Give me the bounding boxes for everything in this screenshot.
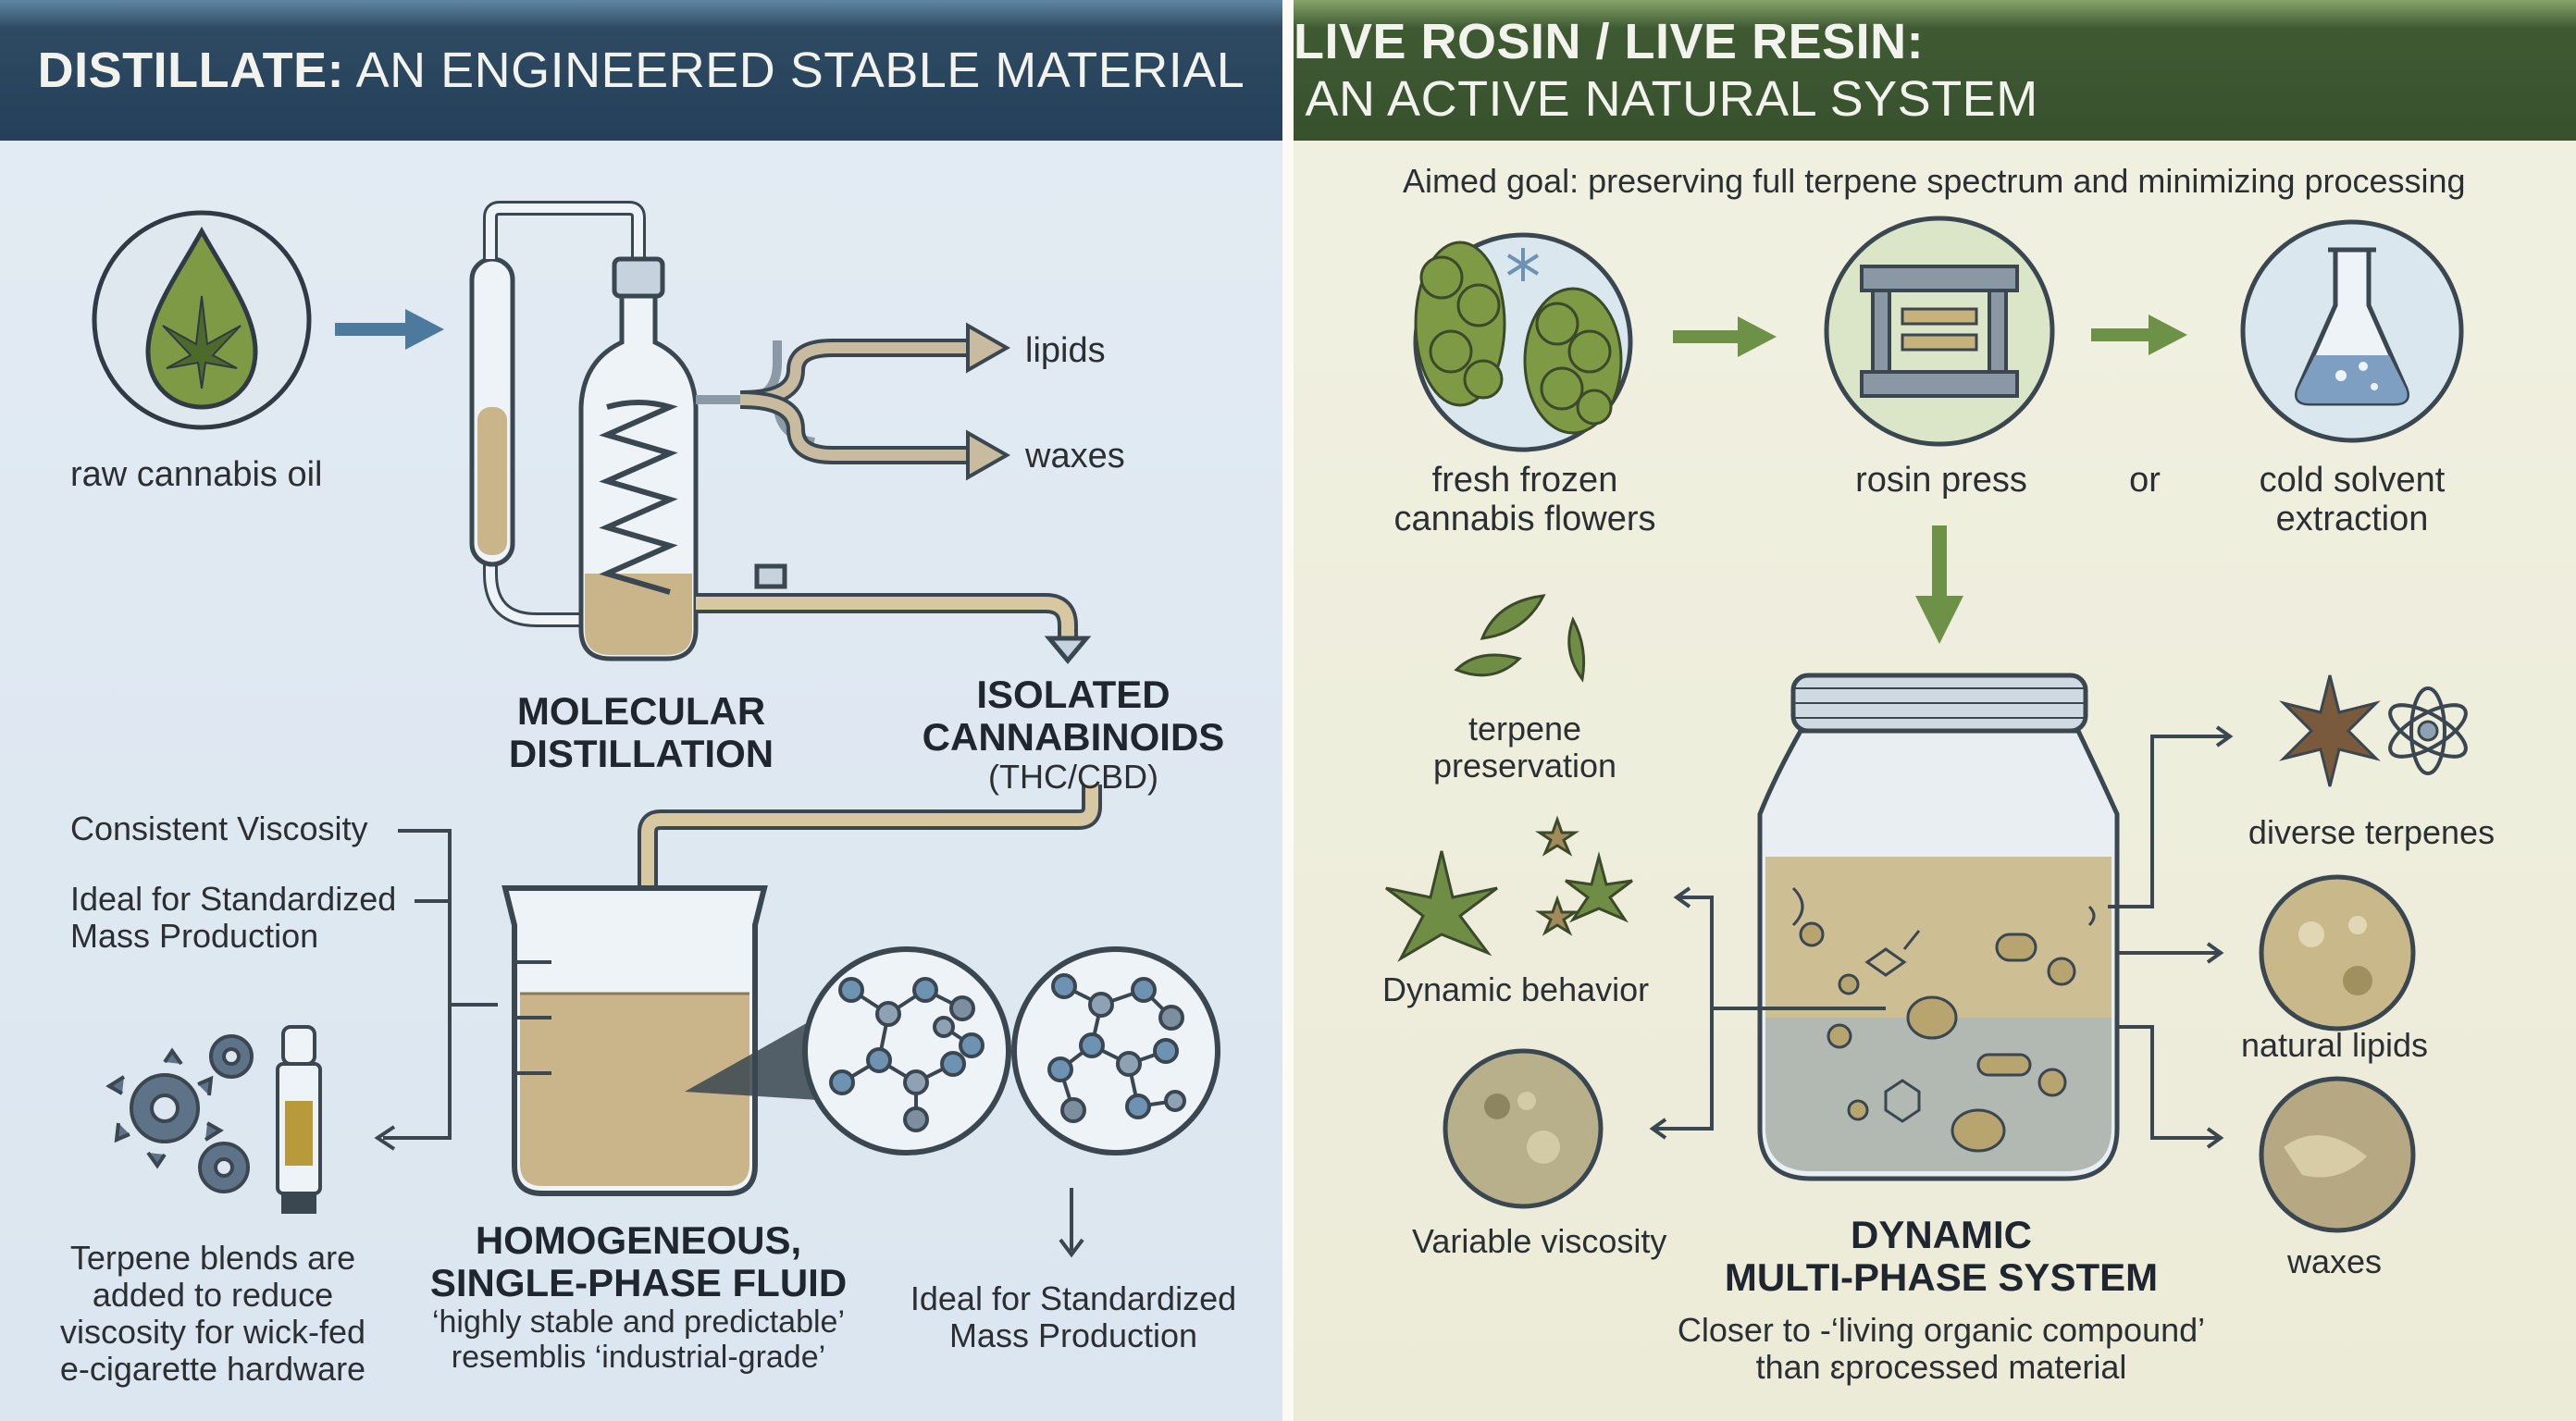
- raw-oil-label: raw cannabis oil: [70, 455, 323, 494]
- fresh-line2: cannabis flowers: [1393, 500, 1656, 538]
- ideal-a-line1: Ideal for Standardized: [70, 880, 397, 918]
- isolated-cannabinoids: ISOLATED CANNABINOIDS (THC/CBD): [907, 673, 1240, 796]
- closer-line2: than ɛprocessed material: [1755, 1348, 2127, 1386]
- quote-line2: resemblis ‘industrial-grade’: [451, 1340, 826, 1375]
- terpene-stars-icon: [1385, 815, 1633, 962]
- distillation-apparatus-icon: [469, 201, 1092, 664]
- solvent-flask-icon: [2240, 219, 2464, 443]
- variable-viscosity-label: Variable viscosity: [1412, 1222, 1667, 1260]
- terpene-atoms-icon: [2279, 674, 2468, 787]
- dynamic-line2: MULTI-PHASE SYSTEM: [1724, 1255, 2159, 1299]
- dynamic-line1: DYNAMIC: [1851, 1213, 2032, 1256]
- terpene-pres-line2: preservation: [1432, 747, 1617, 785]
- ideal-standardized-a: Ideal for Standardized Mass Production: [70, 881, 396, 955]
- homogeneous-line1: HOMOGENEOUS,: [475, 1218, 802, 1262]
- ideal-a-line2: Mass Production: [70, 917, 319, 955]
- rosin-press-label: rosin press: [1855, 461, 2027, 500]
- live-rosin-header: LIVE ROSIN / LIVE RESIN: AN ACTIVE NATUR…: [1294, 0, 2576, 141]
- byproduct-arrows-icon: [739, 322, 1011, 481]
- panel-divider: [1282, 0, 1294, 1421]
- homogeneous-fluid: HOMOGENEOUS, SINGLE-PHASE FLUID ‘highly …: [426, 1218, 851, 1376]
- terpene-blends-line1: Terpene blends are: [69, 1239, 356, 1277]
- distillation-title: MOLECULAR DISTILLATION: [507, 690, 775, 775]
- terpene-preservation-label: terpene preservation: [1405, 710, 1645, 785]
- fresh-line1: fresh frozen: [1431, 461, 1618, 500]
- lipids-label: lipids: [1025, 331, 1106, 370]
- terpene-pres-line1: terpene: [1468, 710, 1582, 748]
- distillate-panel: DISTILLATE: AN ENGINEERED STABLE MATERIA…: [0, 0, 1282, 1421]
- waxes-texture-icon: [2259, 1076, 2416, 1233]
- distillate-header: DISTILLATE: AN ENGINEERED STABLE MATERIA…: [0, 0, 1282, 141]
- terpene-blends-line4: e-cigarette hardware: [59, 1350, 366, 1388]
- ideal-b-line2: Mass Production: [948, 1316, 1198, 1354]
- distillation-title-line1: MOLECULAR: [516, 689, 766, 733]
- connector-lines-icon: [1649, 725, 2234, 1149]
- isolated-line1: ISOLATED: [976, 673, 1170, 716]
- cold-solvent-label: cold solvent extraction: [2223, 461, 2482, 538]
- dynamic-behavior-label: Dynamic behavior: [1382, 970, 1650, 1008]
- quote-line1: ‘highly stable and predictable’: [431, 1304, 846, 1340]
- waxes-label: waxes: [1025, 437, 1125, 476]
- isolated-line3: (THC/CBD): [988, 758, 1158, 796]
- terpene-blends-line2: added to reduce: [92, 1276, 334, 1314]
- terpene-blends-note: Terpene blends are added to reduce visco…: [56, 1240, 370, 1388]
- frozen-flowers-icon: [1413, 232, 1633, 452]
- property-bracket-icon: [374, 829, 1084, 1258]
- distillate-header-rest: AN ENGINEERED STABLE MATERIAL: [344, 43, 1245, 98]
- isolated-line2: CANNABINOIDS: [922, 715, 1225, 759]
- terpene-blends-line3: viscosity for wick-fed: [59, 1313, 366, 1351]
- natural-lipids-label: natural lipids: [2240, 1026, 2429, 1064]
- live-rosin-illustrations: [1385, 216, 2468, 1233]
- diverse-terpenes-label: diverse terpenes: [2248, 813, 2496, 851]
- arrow-down-icon: [1915, 525, 1963, 644]
- homogeneous-line2: SINGLE-PHASE FLUID: [429, 1261, 848, 1304]
- or-label: or: [2129, 461, 2161, 500]
- consistent-viscosity-label: Consistent Viscosity: [70, 809, 368, 847]
- arrow-to-still-icon: [335, 309, 444, 350]
- live-rosin-panel: LIVE ROSIN / LIVE RESIN: AN ACTIVE NATUR…: [1294, 0, 2576, 1421]
- beaker-icon: [502, 885, 833, 1196]
- lipids-texture-icon: [2259, 874, 2416, 1032]
- closer-to-note: Closer to -‘living organic compound’ tha…: [1645, 1312, 2237, 1386]
- ideal-standardized-b: Ideal for Standardized Mass Production: [888, 1280, 1258, 1354]
- molecule-zoom-icon: [802, 946, 1220, 1155]
- arrow-to-press-icon: [1673, 316, 1777, 357]
- distillate-header-bold: DISTILLATE:: [37, 43, 345, 98]
- aimed-goal-text: Aimed goal: preserving full terpene spec…: [1403, 162, 2466, 200]
- cold-line1: cold solvent: [2259, 461, 2446, 500]
- closer-line1: Closer to -‘living organic compound’: [1677, 1311, 2206, 1349]
- fresh-frozen-label: fresh frozen cannabis flowers: [1377, 461, 1673, 538]
- viscosity-texture-icon: [1443, 1048, 1604, 1209]
- jar-icon: [1757, 673, 2120, 1181]
- leaves-icon: [1454, 594, 1586, 683]
- gears-cartridge-icon: [105, 1025, 322, 1214]
- distillate-illustrations: [92, 201, 1220, 1258]
- distillation-title-line2: DISTILLATION: [508, 732, 774, 775]
- rosin-press-icon: [1824, 216, 2055, 447]
- live-rosin-header-bold: LIVE ROSIN / LIVE RESIN:: [1294, 14, 1925, 69]
- waxes-right-label: waxes: [2286, 1242, 2383, 1280]
- arrow-to-solvent-icon: [2091, 315, 2187, 355]
- ideal-b-line1: Ideal for Standardized: [910, 1279, 1237, 1317]
- oil-drop-icon: [92, 210, 312, 430]
- dynamic-system-title: DYNAMIC MULTI-PHASE SYSTEM: [1691, 1214, 2191, 1299]
- cold-line2: extraction: [2275, 500, 2429, 538]
- live-rosin-header-rest: AN ACTIVE NATURAL SYSTEM: [1294, 71, 2038, 127]
